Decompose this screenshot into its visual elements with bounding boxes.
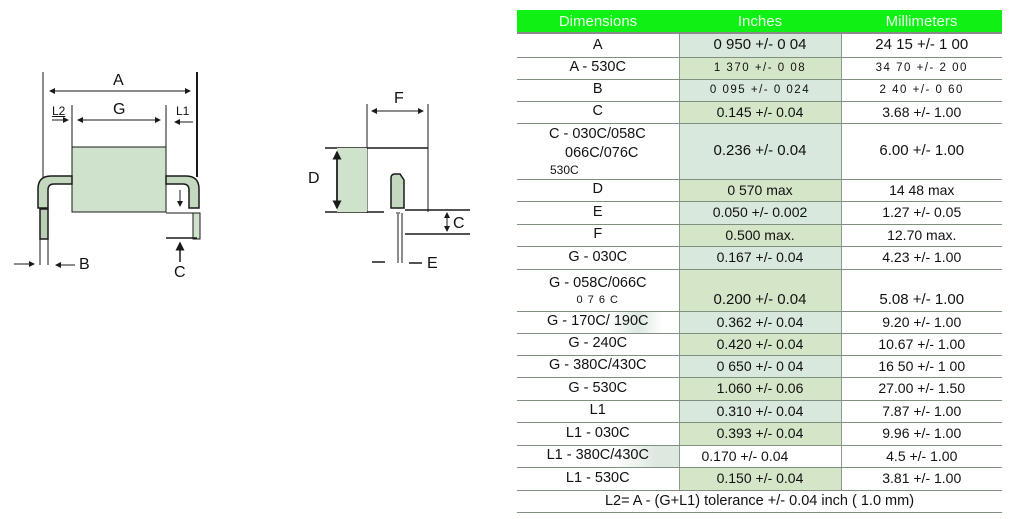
table-row: B 0 095 +/- 0 024 2 40 +/- 0 60 [517,79,1002,102]
mm-cell: 24 15 +/- 1 00 [841,33,1002,58]
mm-cell: 3.81 +/- 1.00 [841,467,1002,491]
dimension-cell: D [517,179,679,202]
mm-cell: 3.68 +/- 1.00 [841,101,1002,124]
inches-cell: 0.145 +/- 0.04 [678,101,842,124]
dimension-cell: G - 058C/066C 0 7 6 C [517,269,679,312]
dimension-line: 066C/076C [565,145,639,161]
table-row: G - 530C 1.060 +/- 0.06 27.00 +/- 1.50 [517,377,1002,401]
mm-cell: 27.00 +/- 1.50 [841,377,1002,401]
label-l1: L1 [176,104,190,118]
dimension-cell: B [517,79,679,102]
inches-cell: 0.310 +/- 0.04 [678,400,842,423]
dimension-line: 530C [550,163,579,177]
mm-cell: 6.00 +/- 1.00 [841,123,1002,180]
inches-cell: 0 950 +/- 0 04 [678,33,842,58]
inches-cell: 0.236 +/- 0.04 [678,123,842,180]
dimension-cell: G - 240C [517,333,679,356]
label-b: B [79,256,90,273]
dimension-cell: A [517,33,679,58]
table-row: C - 030C/058C 066C/076C 530C 0.236 +/- 0… [517,123,1002,180]
dimension-cell: G - 530C [517,377,679,401]
mm-cell: 34 70 +/- 2 00 [841,57,1002,80]
inches-cell: 0 095 +/- 0 024 [678,79,842,102]
label-e: E [427,255,438,272]
footnote-row: L2= A - (G+L1) tolerance +/- 0.04 inch (… [517,490,1002,513]
side-view [325,104,470,264]
mm-cell: 10.67 +/- 1.00 [841,333,1002,356]
dimension-cell: L1 - 530C [517,467,679,491]
mm-cell: 5.08 +/- 1.00 [841,269,1002,312]
dimension-cell: C [517,101,679,124]
mm-cell: 4.5 +/- 1.00 [841,445,1002,468]
dimension-cell: G - 380C/430C [517,355,679,378]
dimension-line: C - 030C/058C [549,126,646,142]
dimension-cell: L1 [517,400,679,423]
dimension-line: G - 058C/066C [548,274,647,291]
column-header-inches: Inches [679,10,841,34]
dimension-cell: A - 530C [517,57,679,80]
footnote-l2-formula: L2= A - (G+L1) tolerance +/- 0.04 inch (… [517,490,1002,513]
inches-cell: 1.060 +/- 0.06 [678,377,842,401]
dimension-cell: G - 170C/ 190C [517,311,679,334]
table-row: L1 - 030C 0.393 +/- 0.04 9.96 +/- 1.00 [517,422,1002,446]
inches-cell: 0.420 +/- 0.04 [678,333,842,356]
mm-cell: 1.27 +/- 0.05 [841,201,1002,225]
inches-cell: 1 370 +/- 0 08 [678,57,842,80]
inches-cell: 0.200 +/- 0.04 [678,269,842,312]
inches-cell: 0.500 max. [678,224,842,247]
mm-cell: 16 50 +/- 1 00 [841,355,1002,378]
mm-cell: 4.23 +/- 1.00 [841,246,1002,270]
column-header-dimensions: Dimensions [517,10,679,34]
label-g: G [113,101,126,118]
package-outline-drawing [14,72,470,268]
dimension-cell: L1 - 380C/430C [517,445,679,468]
column-header-millimeters: Millimeters [841,10,1002,34]
label-a: A [113,72,124,89]
table-row: G - 380C/430C 0 650 +/- 0 04 16 50 +/- 1… [517,355,1002,378]
inches-cell: 0 650 +/- 0 04 [678,355,842,378]
table-row: E 0.050 +/- 0.002 1.27 +/- 0.05 [517,201,1002,225]
table-header-row: Dimensions Inches Millimeters [517,10,1002,34]
mm-cell: 7.87 +/- 1.00 [841,400,1002,423]
inches-cell: 0.170 +/- 0.04 [678,445,842,468]
table-row: L1 0.310 +/- 0.04 7.87 +/- 1.00 [517,400,1002,423]
inches-cell: 0.393 +/- 0.04 [678,422,842,446]
dimensions-table: Dimensions Inches Millimeters A 0 950 +/… [517,10,1002,513]
dimension-cell: E [517,201,679,225]
table-row: G - 030C 0.167 +/- 0.04 4.23 +/- 1.00 [517,246,1002,270]
front-view [14,72,201,268]
mm-cell: 9.20 +/- 1.00 [841,311,1002,334]
table-row: F 0.500 max. 12.70 max. [517,224,1002,247]
table-row: G - 240C 0.420 +/- 0.04 10.67 +/- 1.00 [517,333,1002,356]
mm-cell: 2 40 +/- 0 60 [841,79,1002,102]
dimension-cell: F [517,224,679,247]
mm-cell: 14 48 max [841,179,1002,202]
label-l2: L2 [52,104,66,118]
dimension-diagram: A G L2 L1 B C F D C E [0,0,510,519]
table-row: G - 170C/ 190C 0.362 +/- 0.04 9.20 +/- 1… [517,311,1002,334]
table-row: L1 - 530C 0.150 +/- 0.04 3.81 +/- 1.00 [517,467,1002,491]
table-row: G - 058C/066C 0 7 6 C 0.200 +/- 0.04 5.0… [517,269,1002,312]
mm-cell: 9.96 +/- 1.00 [841,422,1002,446]
label-d: D [308,170,320,187]
dimension-line: 0 7 6 C [576,293,619,306]
inches-cell: 0.150 +/- 0.04 [678,467,842,491]
label-c-front: C [174,264,186,281]
inches-cell: 0.167 +/- 0.04 [678,246,842,270]
table-row: A - 530C 1 370 +/- 0 08 34 70 +/- 2 00 [517,57,1002,80]
inches-cell: 0.050 +/- 0.002 [678,201,842,225]
table-row: L1 - 380C/430C 0.170 +/- 0.04 4.5 +/- 1.… [517,445,1002,468]
inches-cell: 0.362 +/- 0.04 [678,311,842,334]
label-f: F [394,90,404,107]
dimension-cell: L1 - 030C [517,422,679,446]
label-c-side: C [453,215,465,232]
dimension-cell: G - 030C [517,246,679,270]
table-row: A 0 950 +/- 0 04 24 15 +/- 1 00 [517,33,1002,58]
inches-cell: 0 570 max [678,179,842,202]
table-row: C 0.145 +/- 0.04 3.68 +/- 1.00 [517,101,1002,124]
table-row: D 0 570 max 14 48 max [517,179,1002,202]
mm-cell: 12.70 max. [841,224,1002,247]
dimension-cell: C - 030C/058C 066C/076C 530C [517,123,679,180]
